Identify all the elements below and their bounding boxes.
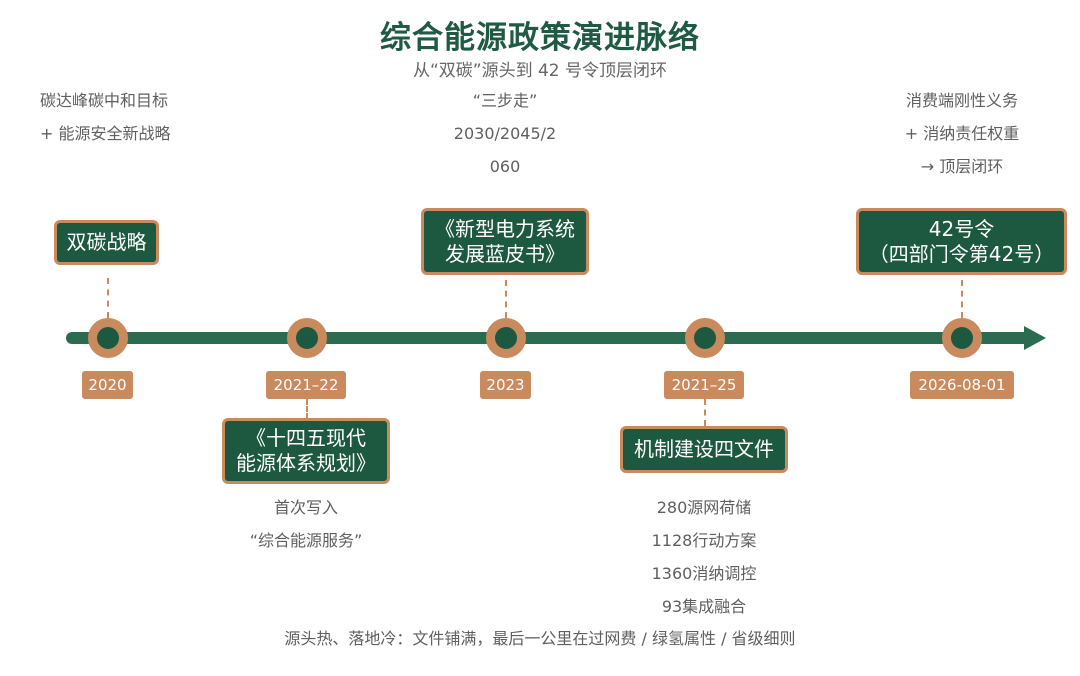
footer-summary: 源头热、落地冷：文件铺满，最后一公里在过网费 / 绿氢属性 / 省级细则 <box>284 629 796 648</box>
event-2020-date: 2020 <box>82 371 133 399</box>
event-2023-date: 2023 <box>480 371 531 399</box>
event-2026-note-2: + 消纳责任权重 <box>904 124 1020 143</box>
event-2021-25-date: 2021–25 <box>664 371 744 399</box>
event-2026-connector <box>961 280 963 318</box>
event-2021-22-label-box: 《十四五现代 能源体系规划》 <box>222 418 390 484</box>
event-2023-note-1: “三步走” <box>472 91 538 110</box>
page-title: 综合能源政策演进脉络 <box>380 20 700 56</box>
event-2023-label-line-1: 《新型电力系统 <box>435 216 575 241</box>
event-2021-25-label-line-1: 机制建设四文件 <box>634 437 774 461</box>
event-2026-note-1: 消费端刚性义务 <box>905 91 1018 110</box>
event-2021-25-note-4: 93集成融合 <box>661 597 747 616</box>
event-2020-notes: 碳达峰碳中和目标 + 能源安全新战略 <box>40 84 171 150</box>
page-subtitle: 从“双碳”源头到 42 号令顶层闭环 <box>412 61 668 81</box>
event-2020-node <box>88 318 128 358</box>
event-2023-connector <box>505 280 507 318</box>
event-2021-22-note-2: “综合能源服务” <box>249 531 363 550</box>
timeline-axis <box>66 332 1032 344</box>
timeline-arrow-icon <box>1024 326 1046 350</box>
event-2021-22-connector <box>306 399 308 419</box>
event-2023-note-3: 060 <box>489 157 521 176</box>
event-2026-node <box>942 318 982 358</box>
event-2023-label-box: 《新型电力系统 发展蓝皮书》 <box>421 208 589 275</box>
event-2026-label-line-2: （四部门令第42号） <box>868 241 1055 266</box>
event-2021-22-label-line-1: 《十四五现代 <box>246 426 366 450</box>
event-2026-notes: 消费端刚性义务 + 消纳责任权重 → 顶层闭环 <box>862 84 1062 183</box>
event-2021-25-node <box>685 318 725 358</box>
event-2021-25-note-2: 1128行动方案 <box>651 531 757 550</box>
event-2026-note-3: → 顶层闭环 <box>920 157 1004 176</box>
event-2021-22-notes: 首次写入 “综合能源服务” <box>206 491 406 557</box>
event-2021-25-connector <box>704 399 706 426</box>
event-2021-22-date: 2021–22 <box>266 371 346 399</box>
event-2023-note-2: 2030/2045/2 <box>453 124 557 143</box>
event-2021-25-notes: 280源网荷储 1128行动方案 1360消纳调控 93集成融合 <box>604 491 804 623</box>
event-2023-node <box>486 318 526 358</box>
event-2021-25-note-3: 1360消纳调控 <box>651 564 757 583</box>
event-2020-connector <box>107 278 109 318</box>
event-2020-label-box: 双碳战略 <box>54 220 159 265</box>
event-2021-25-note-1: 280源网荷储 <box>656 498 752 517</box>
event-2026-label-line-1: 42号令 <box>928 216 995 241</box>
event-2020-note-1: 碳达峰碳中和目标 <box>40 91 169 110</box>
event-2021-25-label-box: 机制建设四文件 <box>620 426 788 473</box>
event-2021-22-note-1: 首次写入 <box>273 498 338 517</box>
event-2026-date: 2026-08-01 <box>910 371 1014 399</box>
event-2020-label-line-1: 双碳战略 <box>66 230 147 254</box>
event-2020-note-2: + 能源安全新战略 <box>40 124 171 143</box>
event-2021-22-node <box>287 318 327 358</box>
event-2026-label-box: 42号令 （四部门令第42号） <box>856 208 1067 275</box>
event-2023-notes: “三步走” 2030/2045/2 060 <box>405 84 605 183</box>
event-2023-label-line-2: 发展蓝皮书》 <box>445 241 565 266</box>
event-2021-22-label-line-2: 能源体系规划》 <box>236 451 376 475</box>
